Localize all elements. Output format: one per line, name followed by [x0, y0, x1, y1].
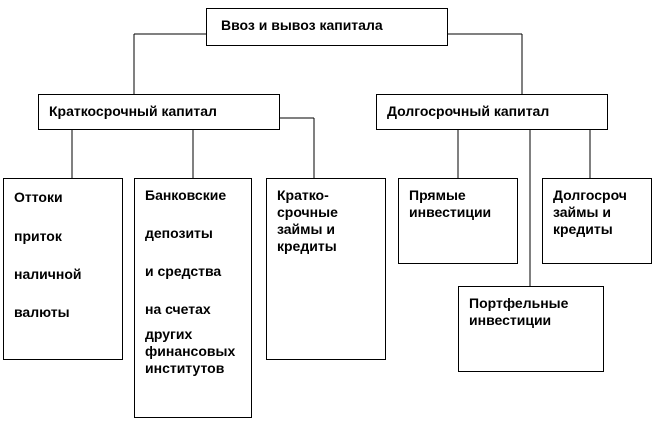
node-line: наличной: [14, 266, 82, 282]
node-line: Прямые: [409, 187, 466, 203]
node-line: инвестиции: [469, 312, 552, 328]
node-short-term-loans: Кратко- срочные займы и кредиты: [266, 178, 386, 360]
node-line: институтов: [145, 360, 225, 376]
node-long-term-capital: Долгосрочный капитал: [376, 94, 608, 130]
node-line: и средства: [145, 263, 222, 279]
node-capital-import-export: Ввоз и вывоз капитала: [206, 8, 448, 46]
node-line: валюты: [14, 304, 70, 320]
node-short-term-capital: Краткосрочный капитал: [38, 94, 280, 130]
node-line: кредиты: [277, 238, 337, 254]
node-label: Краткосрочный капитал: [49, 103, 217, 119]
node-line: займы и: [553, 204, 611, 220]
node-line: кредиты: [553, 221, 613, 237]
node-line: Долгосроч: [553, 187, 627, 203]
node-line: инвестиции: [409, 204, 492, 220]
node-label: Долгосрочный капитал: [387, 103, 550, 119]
node-line: депозиты: [145, 225, 213, 241]
node-bank-deposits: Банковские депозиты и средства на счетах…: [134, 178, 252, 418]
node-line: Портфельные: [469, 295, 569, 311]
node-line: займы и: [277, 221, 335, 237]
node-label: Ввоз и вывоз капитала: [221, 17, 383, 33]
node-cash-outflows: Оттоки приток наличной валюты: [3, 178, 123, 360]
node-line: других: [145, 326, 193, 342]
node-portfolio-investments: Портфельные инвестиции: [458, 286, 604, 372]
node-line: приток: [14, 228, 62, 244]
node-long-term-loans: Долгосроч займы и кредиты: [542, 178, 652, 264]
node-line: срочные: [277, 204, 338, 220]
node-line: Оттоки: [14, 189, 63, 205]
node-line: финансовых: [145, 343, 236, 359]
node-line: Кратко-: [277, 187, 329, 203]
node-line: Банковские: [145, 187, 227, 203]
node-line: на счетах: [145, 301, 211, 317]
node-direct-investments: Прямые инвестиции: [398, 178, 518, 264]
